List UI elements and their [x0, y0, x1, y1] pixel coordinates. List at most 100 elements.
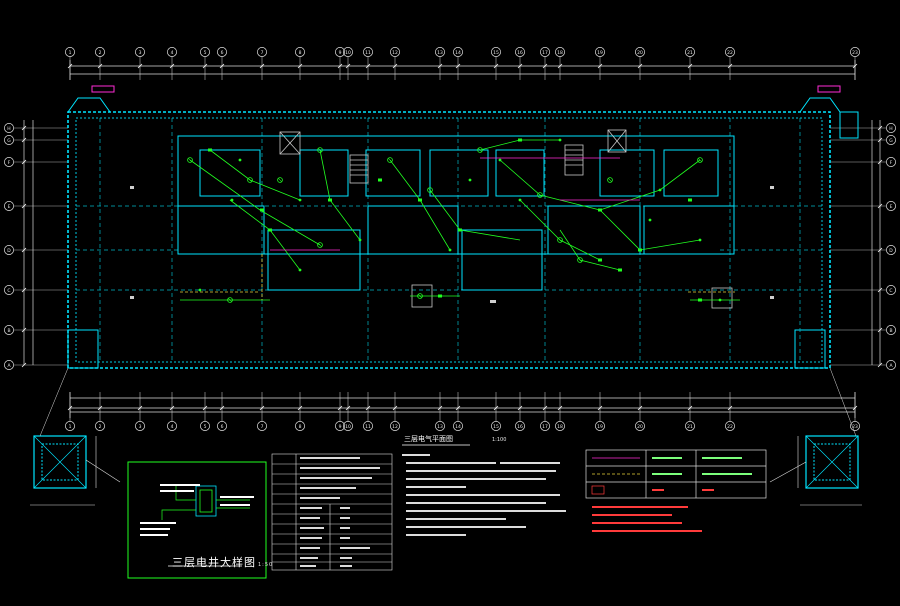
dim-tick: [852, 63, 858, 69]
dim-tick: [687, 405, 693, 411]
lamp-cross: [418, 294, 422, 298]
grid-bubble-bottom-17: 17: [540, 421, 550, 431]
svg-text:7: 7: [261, 424, 264, 430]
switch-symbol: [558, 138, 562, 142]
wire-legend: [585, 449, 767, 499]
lamp-symbol: [317, 242, 323, 248]
grid-bubble-top-12: 12: [390, 47, 400, 57]
dimension-ticks: [21, 63, 883, 411]
dim-tick: [542, 405, 548, 411]
dim-tick: [877, 137, 883, 143]
grid-bubble-left-H: H: [4, 123, 14, 133]
lamp-cross: [228, 298, 232, 302]
lamp-cross: [248, 178, 252, 182]
socket-symbol: [518, 138, 522, 142]
svg-text:12: 12: [392, 50, 398, 56]
svg-text:H: H: [7, 126, 10, 132]
svg-text:22: 22: [727, 424, 733, 430]
grid-bubble-top-5: 5: [200, 47, 210, 57]
svg-text:11: 11: [365, 424, 371, 430]
dim-tick: [21, 287, 27, 293]
socket-symbol: [458, 228, 462, 232]
grid-bubble-left-G: G: [4, 135, 14, 145]
grid-bubble-left-B: B: [4, 325, 14, 335]
building-inner-wall: [75, 117, 823, 363]
central-room-block: [177, 135, 735, 291]
grid-bubble-right-C: C: [886, 285, 896, 295]
grid-bubble-right-G: G: [886, 135, 896, 145]
grid-bubble-top-19: 19: [595, 47, 605, 57]
switch-symbol: [298, 268, 302, 272]
socket-symbol: [698, 298, 702, 302]
grid-bubble-left-E: E: [4, 201, 14, 211]
yellow-cable-routes: [180, 254, 735, 300]
svg-text:10: 10: [345, 424, 351, 430]
socket-symbol: [438, 294, 442, 298]
dim-tick: [877, 125, 883, 131]
dim-tick: [67, 63, 73, 69]
svg-text:D: D: [889, 248, 893, 254]
lamp-cross: [318, 148, 322, 152]
grid-bubble-top-11: 11: [363, 47, 373, 57]
grid-bubble-bottom-13: 13: [435, 421, 445, 431]
dim-tick: [437, 63, 443, 69]
lamp-cross: [558, 238, 562, 242]
dim-tick: [21, 247, 27, 253]
switch-symbol: [358, 238, 362, 242]
dim-tick: [169, 405, 175, 411]
dim-tick: [21, 159, 27, 165]
room-marks: [130, 186, 774, 303]
svg-text:7: 7: [261, 50, 264, 56]
dim-tick: [877, 247, 883, 253]
svg-text:5: 5: [204, 424, 207, 430]
grid-bubble-left-D: D: [4, 245, 14, 255]
socket-symbol: [618, 268, 622, 272]
grid-bubble-top-9: 9: [335, 47, 345, 57]
grid-bubble-left-C: C: [4, 285, 14, 295]
dim-tick: [345, 63, 351, 69]
svg-text:H: H: [889, 126, 892, 132]
dim-tick: [337, 405, 343, 411]
switch-symbol: [198, 288, 202, 292]
dim-tick: [97, 63, 103, 69]
svg-text:E: E: [8, 204, 11, 210]
column-detail-right: [769, 435, 862, 506]
grid-bubble-bottom-21: 21: [685, 421, 695, 431]
lamp-symbol: [277, 177, 283, 183]
svg-text:11: 11: [365, 50, 371, 56]
switch-symbol: [648, 218, 652, 222]
grid-bubble-top-2: 2: [95, 47, 105, 57]
dim-tick: [877, 327, 883, 333]
dim-tick: [259, 405, 265, 411]
grid-bubble-top-23: 23: [850, 47, 860, 57]
dim-tick: [21, 362, 27, 368]
grid-bubble-top-8: 8: [295, 47, 305, 57]
grid-bubble-top-10: 10: [343, 47, 353, 57]
svg-text:12: 12: [392, 424, 398, 430]
lamp-symbol: [697, 157, 703, 163]
dim-tick: [297, 405, 303, 411]
svg-text:6: 6: [221, 50, 224, 56]
svg-text:F: F: [8, 160, 11, 166]
grid-bubble-bottom-12: 12: [390, 421, 400, 431]
main-plan-scale: 1:100: [492, 437, 507, 443]
lamp-cross: [578, 258, 582, 262]
svg-text:A: A: [889, 363, 893, 369]
lamp-symbol: [247, 177, 253, 183]
dim-tick: [637, 405, 643, 411]
main-plan-title-text: 三层电气平面图: [404, 435, 453, 443]
dim-tick: [557, 63, 563, 69]
svg-text:21: 21: [687, 50, 693, 56]
side-dimension-lines: [23, 120, 881, 365]
lamp-symbol: [607, 177, 613, 183]
svg-text:8: 8: [299, 50, 302, 56]
grid-bubble-top-14: 14: [453, 47, 463, 57]
lamp-cross: [278, 178, 282, 182]
dim-tick: [219, 63, 225, 69]
svg-text:C: C: [7, 288, 10, 294]
svg-text:B: B: [889, 328, 892, 334]
svg-text:8: 8: [299, 424, 302, 430]
